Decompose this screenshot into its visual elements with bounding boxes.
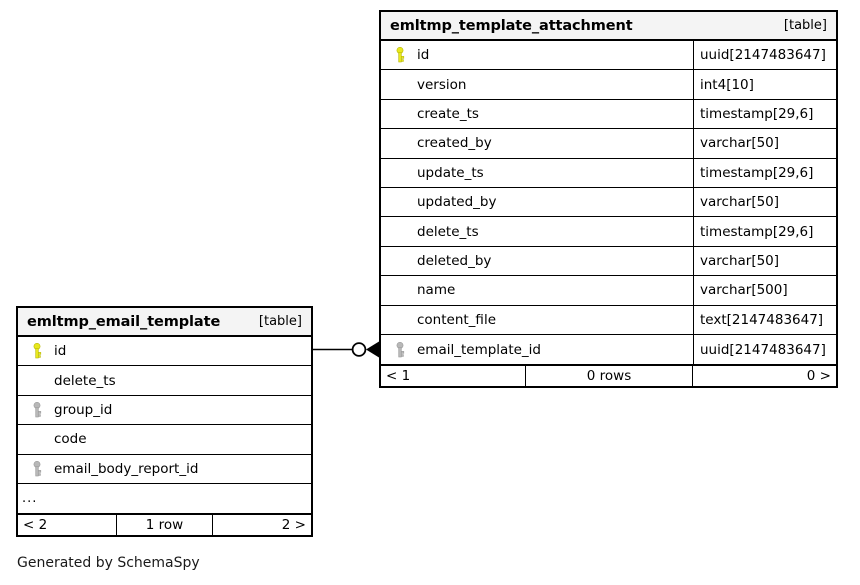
table-row[interactable]: id uuid[2147483647] — [381, 41, 836, 71]
column-type: timestamp[29,6] — [693, 99, 836, 129]
table-row[interactable]: content_file text[2147483647] — [381, 305, 836, 335]
table-row[interactable]: delete_ts — [18, 366, 311, 396]
table-row[interactable]: create_ts timestamp[29,6] — [381, 99, 836, 130]
table-row[interactable]: email_template_id uuid[2147483647] — [381, 334, 836, 365]
table-header[interactable]: emltmp_template_attachment [table] — [381, 12, 836, 41]
column-name: group_id — [54, 401, 113, 418]
column-name: created_by — [417, 135, 492, 152]
column-name: version — [417, 76, 467, 93]
column-name-cell: code — [18, 425, 311, 453]
column-name: deleted_by — [417, 252, 492, 269]
column-name-cell: created_by — [381, 129, 693, 157]
column-name: update_ts — [417, 164, 484, 181]
column-name: delete_ts — [54, 372, 116, 389]
column-name-cell: delete_ts — [18, 366, 311, 394]
column-type: timestamp[29,6] — [693, 217, 836, 246]
table-row[interactable]: deleted_by varchar[50] — [381, 246, 836, 277]
primary-key-icon — [26, 343, 48, 359]
column-name-cell: content_file — [381, 306, 693, 334]
column-type: varchar[50] — [693, 246, 836, 276]
column-type: varchar[50] — [693, 187, 836, 217]
table-kind-label: [table] — [258, 314, 302, 329]
next-degree-button[interactable]: 0 > — [806, 368, 831, 385]
column-name-cell: delete_ts — [381, 217, 693, 245]
column-type: timestamp[29,6] — [693, 158, 836, 187]
column-name: id — [417, 47, 430, 64]
column-type: int4[10] — [693, 70, 836, 99]
table-header[interactable]: emltmp_email_template [table] — [18, 308, 311, 337]
column-name: id — [54, 343, 67, 360]
table-footer: < 2 1 row 2 > — [18, 513, 311, 536]
table-row[interactable]: delete_ts timestamp[29,6] — [381, 217, 836, 247]
column-type: varchar[50] — [693, 129, 836, 158]
column-name-cell: id — [18, 337, 311, 365]
column-name-cell: name — [381, 276, 693, 304]
table-row[interactable]: created_by varchar[50] — [381, 129, 836, 159]
column-name-cell: version — [381, 70, 693, 98]
column-name: email_template_id — [417, 341, 541, 358]
column-type: text[2147483647] — [693, 305, 836, 334]
more-columns-indicator[interactable]: ... — [18, 483, 311, 514]
cardinality-zero-marker — [351, 342, 367, 357]
foreign-key-icon — [389, 341, 411, 358]
generated-by-caption: Generated by SchemaSpy — [17, 555, 200, 571]
column-name-cell: email_body_report_id — [18, 455, 311, 483]
column-type: uuid[2147483647] — [693, 334, 836, 365]
primary-key-icon — [389, 47, 411, 63]
column-name: email_body_report_id — [54, 460, 199, 477]
row-count-label: 0 rows — [525, 366, 693, 387]
next-degree-button[interactable]: 2 > — [281, 517, 306, 534]
column-name-cell: updated_by — [381, 188, 693, 216]
column-type: varchar[500] — [693, 276, 836, 305]
table-kind-label: [table] — [783, 18, 827, 33]
column-name-cell: create_ts — [381, 100, 693, 128]
column-name: code — [54, 431, 87, 448]
table-row[interactable]: updated_by varchar[50] — [381, 187, 836, 218]
column-name: content_file — [417, 311, 496, 328]
table-title: emltmp_email_template — [27, 313, 221, 330]
foreign-key-icon — [26, 401, 48, 418]
column-name: updated_by — [417, 194, 497, 211]
table-row[interactable]: update_ts timestamp[29,6] — [381, 158, 836, 188]
previous-degree-button[interactable]: < 1 — [386, 368, 411, 385]
table-emltmp-template-attachment[interactable]: emltmp_template_attachment [table] id uu… — [379, 10, 838, 389]
table-row[interactable]: id — [18, 337, 311, 367]
column-name-cell: update_ts — [381, 159, 693, 187]
column-name: create_ts — [417, 105, 479, 122]
column-list: id uuid[2147483647] version int4[10] cre… — [381, 41, 836, 365]
table-title: emltmp_template_attachment — [390, 17, 633, 34]
column-name-cell: id — [381, 41, 693, 69]
column-name: delete_ts — [417, 223, 479, 240]
foreign-key-icon — [26, 460, 48, 477]
column-list: id delete_ts group_id — [18, 337, 311, 514]
table-footer: < 1 0 rows 0 > — [381, 364, 836, 387]
previous-degree-button[interactable]: < 2 — [23, 517, 48, 534]
row-count-label: 1 row — [116, 515, 213, 536]
table-row[interactable]: version int4[10] — [381, 70, 836, 100]
table-row[interactable]: code — [18, 425, 311, 455]
table-emltmp-email-template[interactable]: emltmp_email_template [table] id delete_… — [16, 306, 313, 538]
cardinality-many-marker — [366, 341, 379, 358]
more-columns-label: ... — [22, 491, 38, 507]
column-name-cell: group_id — [18, 396, 311, 424]
table-row[interactable]: email_body_report_id — [18, 454, 311, 484]
column-name-cell: email_template_id — [381, 335, 693, 364]
column-name-cell: deleted_by — [381, 247, 693, 275]
column-type: uuid[2147483647] — [693, 41, 836, 70]
column-name: name — [417, 282, 456, 299]
table-row[interactable]: group_id — [18, 395, 311, 426]
table-row[interactable]: name varchar[500] — [381, 276, 836, 306]
